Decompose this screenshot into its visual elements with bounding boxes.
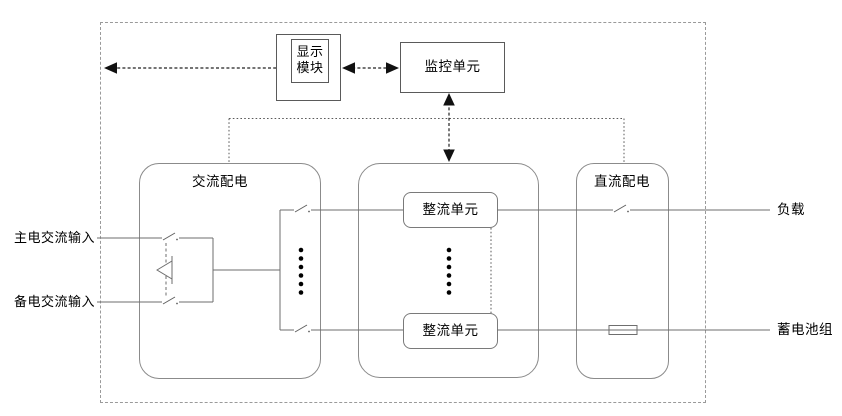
load-label: 负载 (777, 202, 805, 218)
ac-distribution-label: 交流配电 (192, 174, 248, 190)
rectifier-unit-bottom-box: 整流单元 (403, 313, 498, 349)
monitoring-unit-label: 监控单元 (424, 59, 481, 75)
main-ac-input-label: 主电交流输入 (14, 231, 96, 246)
system-boundary (100, 22, 706, 403)
dc-distribution-box (576, 163, 669, 379)
battery-pack-label: 蓄电池组 (777, 322, 833, 338)
dc-distribution-label: 直流配电 (594, 174, 650, 190)
display-module-box (291, 39, 329, 83)
rectifier-cabinet-box (358, 163, 539, 378)
monitoring-unit-box: 监控单元 (400, 42, 505, 93)
backup-ac-input-label: 备电交流输入 (14, 295, 96, 310)
rectifier-unit-top-label: 整流单元 (422, 201, 479, 218)
ac-distribution-box (139, 163, 321, 379)
rectifier-unit-top-box: 整流单元 (403, 192, 498, 228)
rectifier-unit-bottom-label: 整流单元 (422, 322, 479, 339)
display-module-label: 显示模块 (296, 45, 324, 76)
